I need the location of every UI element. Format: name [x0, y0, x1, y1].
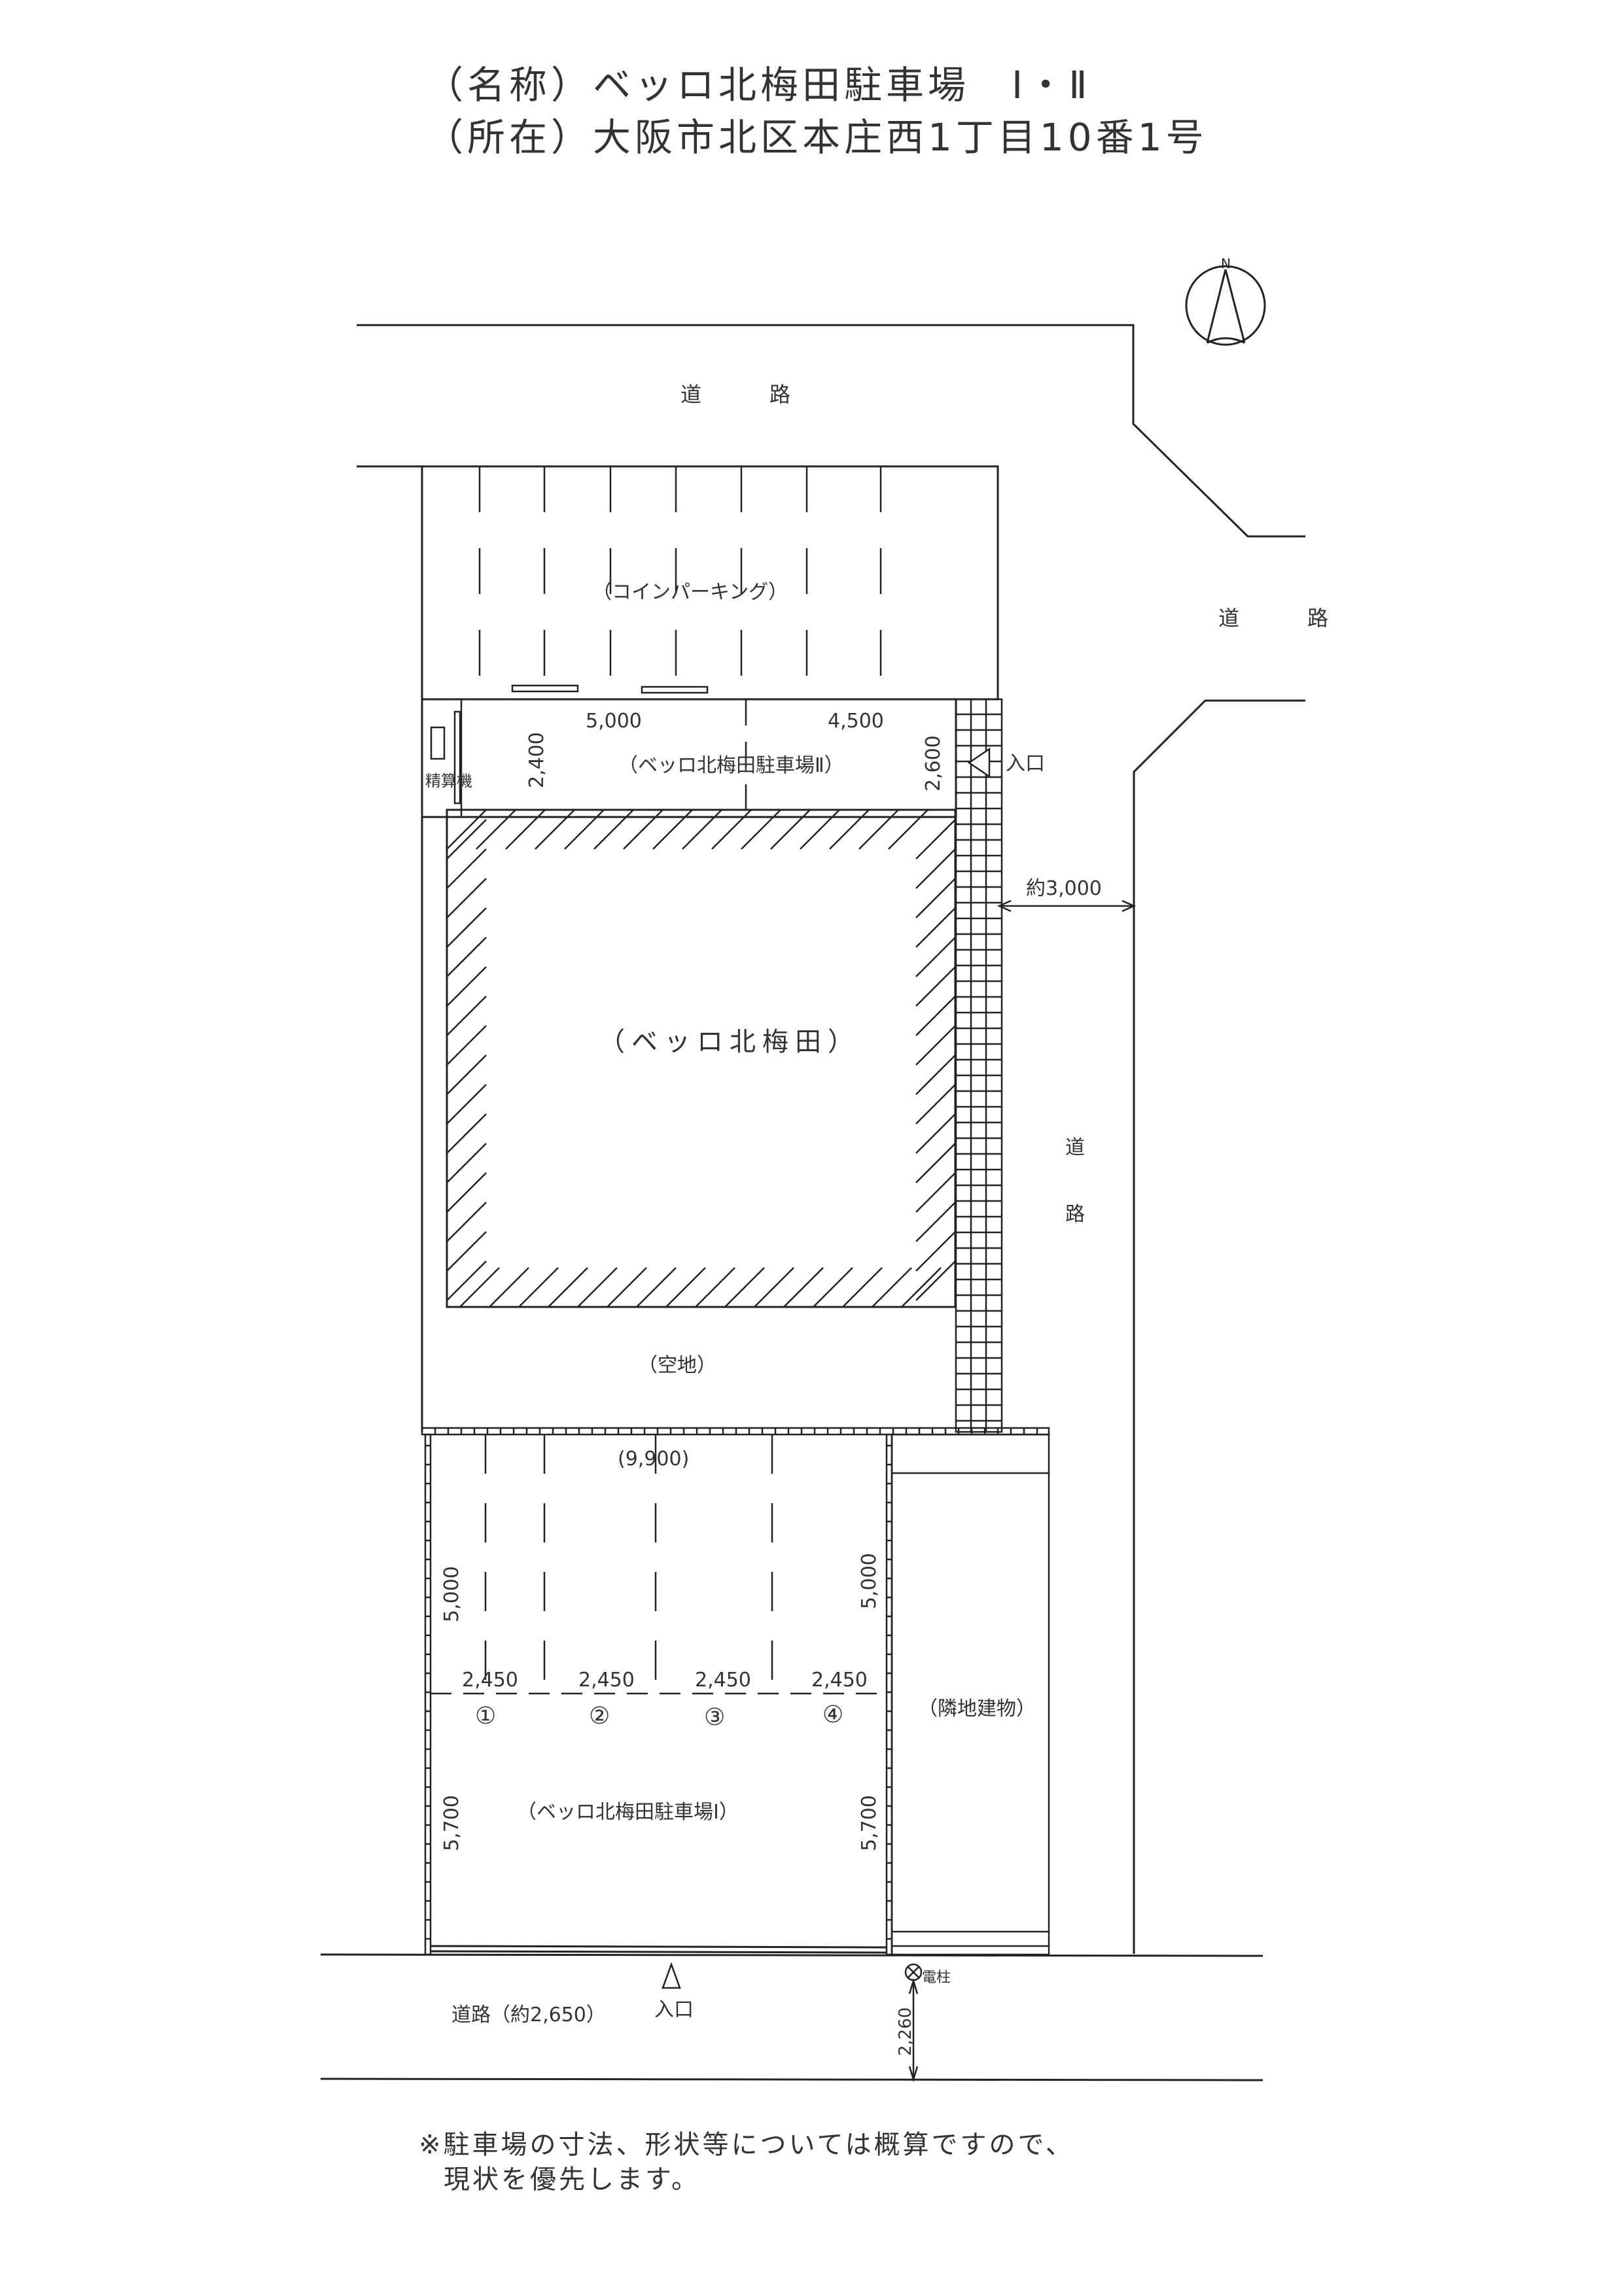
pay-machine-label: 精算機 [425, 772, 472, 790]
lot2-depth-left: 2,400 [525, 732, 548, 788]
space-3-width: 2,450 [695, 1669, 751, 1692]
road-label-east-top: 道 [1065, 1136, 1085, 1159]
space-3-number: ③ [704, 1704, 725, 1731]
east-road-width-dimension [997, 899, 1137, 913]
facility-address: （所在）大阪市北区本庄西1丁目10番1号 [425, 115, 1208, 160]
tiled-walkway [955, 698, 1003, 1433]
lot2-width-left: 5,000 [586, 710, 642, 733]
lot2-entrance-label: 入口 [1006, 752, 1045, 775]
lot1-upper-right-depth: 5,000 [858, 1553, 881, 1609]
vacant-lot-label: （空地） [638, 1354, 716, 1377]
space-4-number: ④ [822, 1701, 843, 1728]
facility-name: （名称）ベッロ北梅田駐車場 Ⅰ・Ⅱ [425, 63, 1091, 107]
utility-pole-icon [904, 1963, 923, 1981]
barrier-gate [453, 710, 461, 805]
lot2-width-right: 4,500 [828, 710, 884, 733]
compass-label: N [1221, 256, 1231, 271]
footnote-line-1: ※駐車場の寸法、形状等については概算ですので、 [419, 2130, 1074, 2160]
lot-1-area [421, 1427, 1050, 1956]
footnote-line-2: 現状を優先します。 [444, 2165, 700, 2195]
space-1-width: 2,450 [462, 1669, 518, 1692]
building-label: （ベッロ北梅田） [599, 1027, 860, 1057]
space-2-width: 2,450 [578, 1669, 635, 1692]
lot1-entrance-arrow-icon [662, 1962, 681, 1989]
lot1-label: （ベッロ北梅田駐車場Ⅰ） [517, 1801, 739, 1824]
lot1-entrance-label: 入口 [654, 1998, 694, 2021]
space-2-number: ② [589, 1703, 610, 1730]
pay-machine-icon [430, 726, 446, 760]
coin-parking-label: （コインパーキング） [592, 581, 788, 604]
lot1-lower-left-depth: 5,700 [440, 1795, 463, 1851]
building-area [421, 809, 957, 1432]
lot2-label: （ベッロ北梅田駐車場Ⅱ） [618, 754, 844, 777]
south-road-label: 道路（約2,650） [451, 2004, 606, 2026]
road-label-east-bottom: 路 [1065, 1203, 1085, 1226]
road-label-northeast: 道 路 [1218, 606, 1352, 631]
east-road-width: 約3,000 [1026, 877, 1102, 900]
road-label-north: 道 路 [680, 382, 814, 407]
lot1-upper-left-depth: 5,000 [440, 1566, 463, 1622]
road-outlines [320, 324, 1305, 2081]
lot2-depth-right: 2,600 [922, 735, 945, 791]
utility-pole-label: 電柱 [922, 1970, 951, 1986]
space-4-width: 2,450 [811, 1669, 868, 1692]
lot1-lower-right-depth: 5,700 [858, 1795, 881, 1851]
space-1-number: ① [475, 1703, 496, 1730]
north-arrow-icon: N [1185, 256, 1266, 346]
neighbor-building-label: （隣地建物） [918, 1697, 1036, 1720]
pole-distance: 2,260 [896, 2008, 915, 2056]
pole-distance-dimension [908, 1977, 919, 2083]
lot1-total-width: (9,900) [618, 1448, 689, 1470]
lot2-entrance-arrow-icon [967, 747, 991, 778]
